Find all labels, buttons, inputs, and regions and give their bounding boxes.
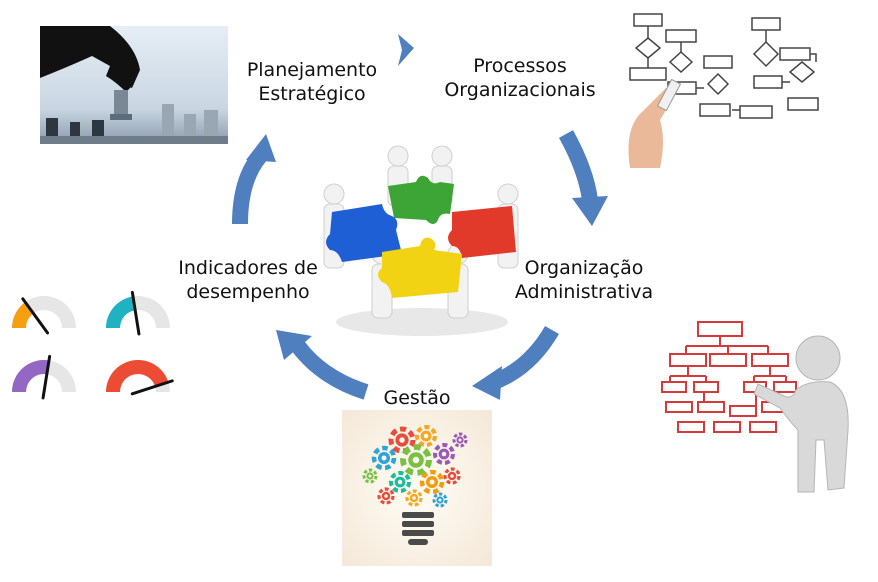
- gear-icon: [443, 467, 461, 485]
- gear-icon: [362, 468, 378, 484]
- arrow-organizacao-to-gestao: [472, 325, 559, 400]
- gear-icon: [377, 487, 395, 505]
- gauge-orange: [12, 296, 76, 335]
- gauge-orange-needle: [21, 297, 50, 335]
- gear-icon: [432, 442, 456, 466]
- stage-label-planejamento: Planejamento Estratégico: [246, 59, 378, 105]
- puzzle-team-picture: [323, 145, 519, 336]
- gear-icon: [400, 444, 432, 476]
- gear-icon: [452, 432, 468, 448]
- flowchart-hand-picture: [620, 8, 832, 168]
- gear-icon: [419, 469, 445, 495]
- gear-icon: [388, 470, 412, 494]
- performance-gauges: [12, 290, 174, 400]
- chess-hand-picture: [40, 26, 228, 144]
- gauge-purple: [12, 354, 76, 400]
- arrow-gestao-to-indicadores: [276, 330, 369, 400]
- stage-label-organizacao: Organização Administrativa: [514, 257, 654, 303]
- stage-label-processos: Processos Organizacionais: [444, 55, 596, 101]
- arrow-processos-to-organizacao: [558, 130, 608, 226]
- gear-icon: [405, 489, 423, 507]
- stage-label-gestao: Gestão: [383, 387, 451, 409]
- gauge-teal: [106, 290, 170, 336]
- arrow-indicadores-to-planejamento: [232, 134, 276, 225]
- org-chart-person-picture: [658, 310, 868, 506]
- gauge-red-needle: [130, 379, 174, 396]
- stage-label-indicadores: Indicadores de desempenho: [178, 257, 318, 303]
- gear-icon: [388, 426, 416, 454]
- gauge-teal-needle: [130, 290, 141, 336]
- gear-icon: [371, 445, 397, 471]
- arrow-planejamento-to-processos: [398, 34, 414, 66]
- gear-icon: [432, 492, 448, 508]
- gauge-red: [106, 360, 174, 396]
- lightbulb-gears-picture: [342, 410, 492, 566]
- gauge-purple-needle: [41, 354, 52, 400]
- gear-icon: [414, 424, 438, 448]
